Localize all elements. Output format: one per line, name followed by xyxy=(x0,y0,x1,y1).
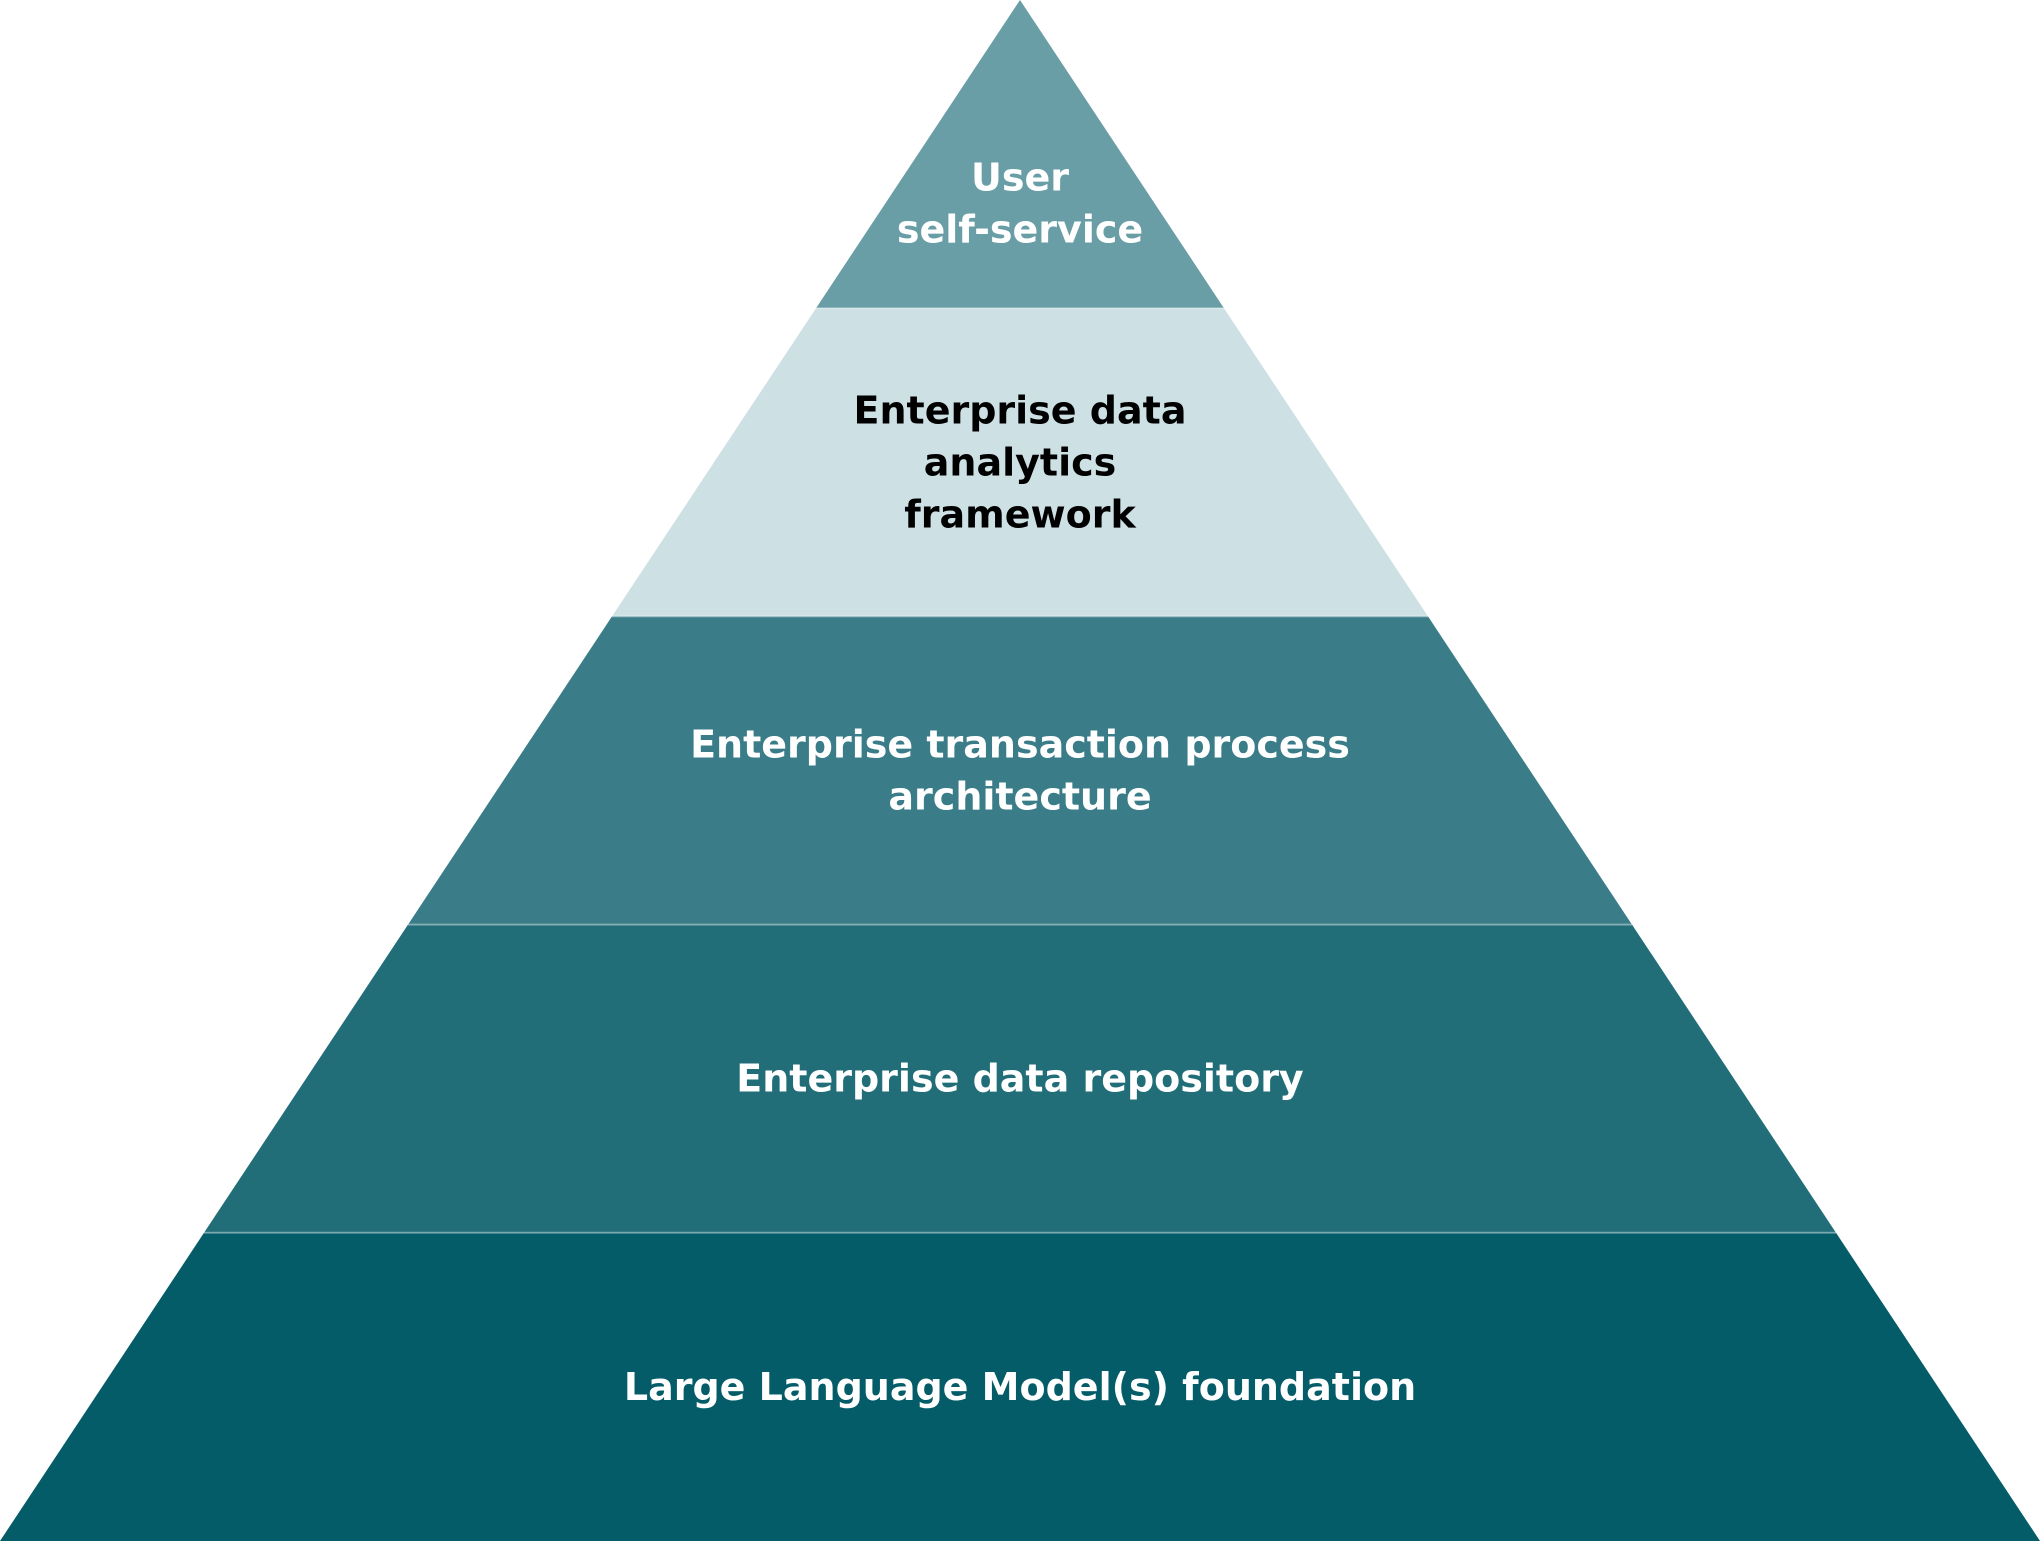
tier-label-line: Enterprise transaction process xyxy=(690,723,1350,767)
tier-label-line: User xyxy=(971,155,1069,199)
tier-user-self-service xyxy=(816,0,1224,309)
tier-label-enterprise-data-analytics-framework: Enterprise data analytics framework xyxy=(854,388,1187,536)
tier-label-line: architecture xyxy=(888,775,1151,819)
tier-label-user-self-service: User self-service xyxy=(897,155,1143,251)
tier-label-line: Enterprise data xyxy=(854,388,1187,432)
tier-label-line: Large Language Model(s) foundation xyxy=(624,1365,1416,1409)
tier-label-enterprise-data-repository: Enterprise data repository xyxy=(736,1057,1304,1101)
tier-llm-foundation xyxy=(0,1232,2040,1541)
tier-label-line: Enterprise data repository xyxy=(736,1057,1304,1101)
tier-label-enterprise-transaction-process-architecture: Enterprise transaction process architectu… xyxy=(690,723,1350,819)
tier-enterprise-transaction-process-architecture xyxy=(408,616,1632,925)
tier-label-line: framework xyxy=(904,492,1136,536)
tier-label-llm-foundation: Large Language Model(s) foundation xyxy=(624,1365,1416,1409)
tier-enterprise-data-analytics-framework xyxy=(612,308,1428,617)
tier-label-line: analytics xyxy=(924,440,1116,484)
tier-label-line: self-service xyxy=(897,207,1143,251)
tier-enterprise-data-repository xyxy=(204,924,1836,1233)
